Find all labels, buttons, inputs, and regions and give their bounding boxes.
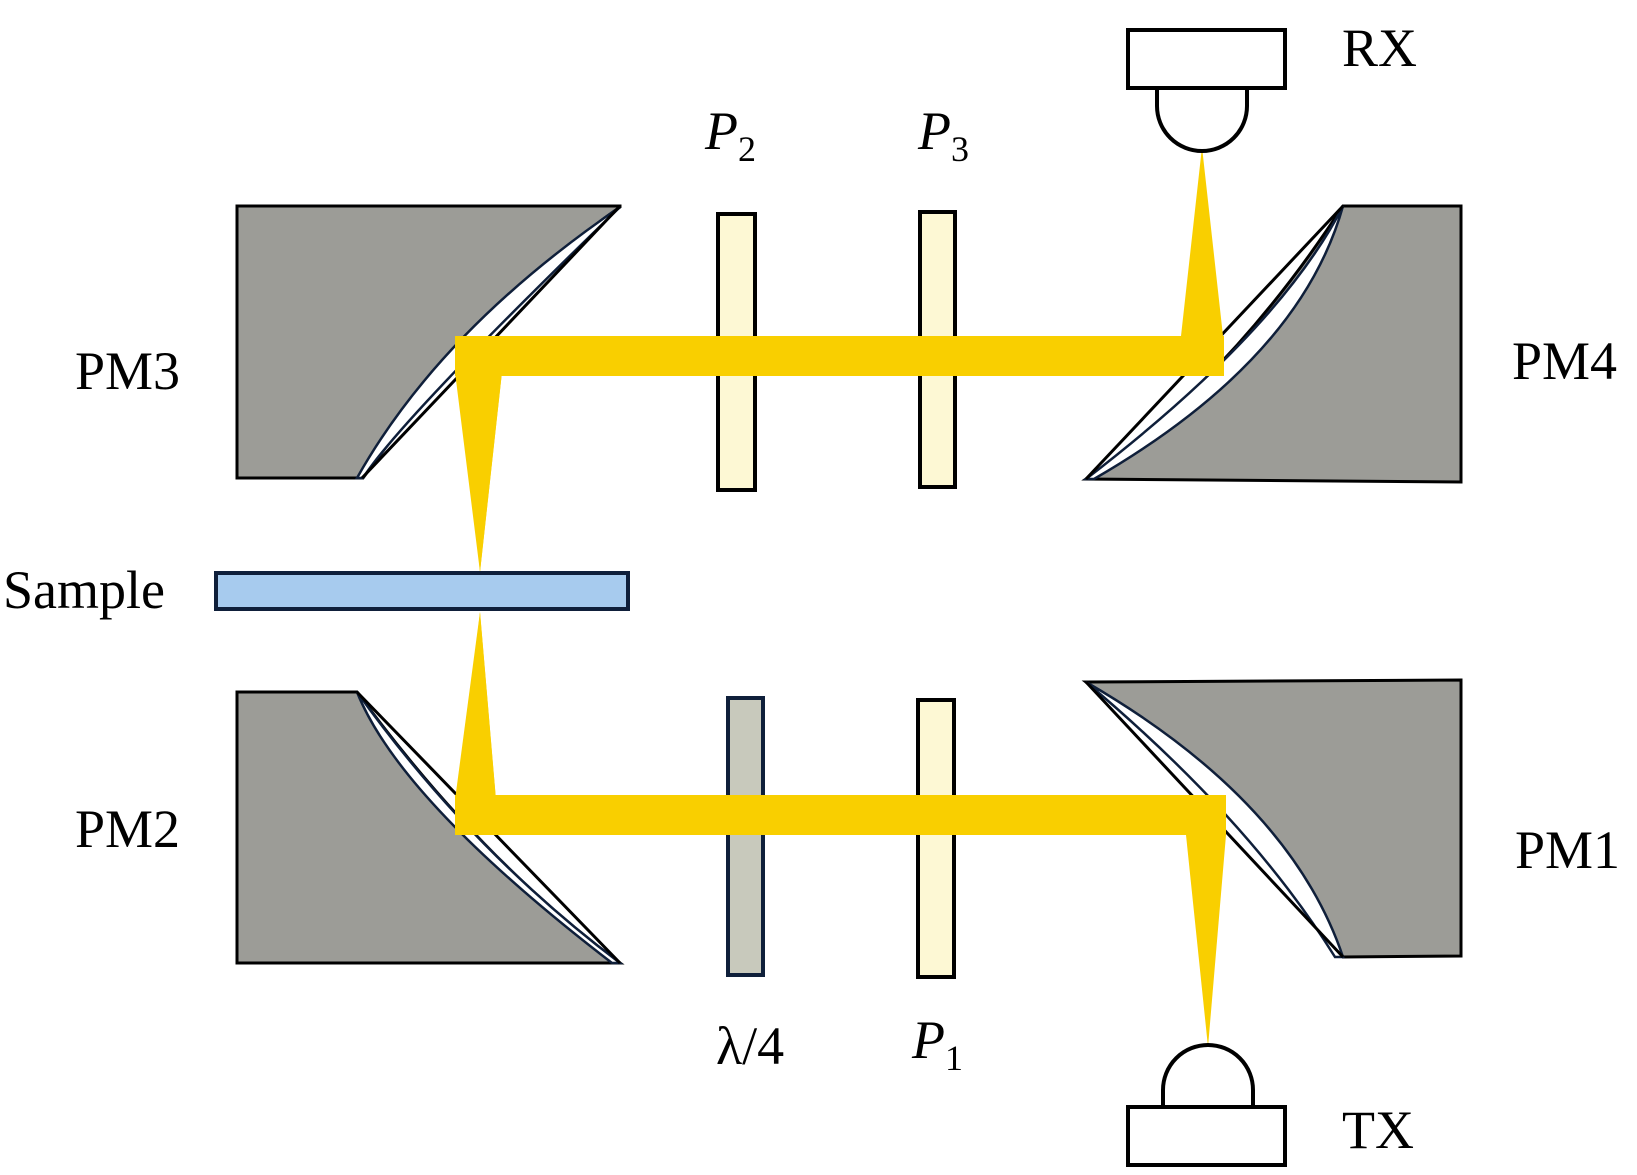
label-pm4: PM4 [1512,331,1617,391]
parabolic-mirror-pm1 [1081,678,1463,959]
label-quarter-wave: λ/4 [716,1016,784,1076]
polarizer-p1 [916,698,956,979]
label-p3-sub: 3 [951,129,969,169]
label-p1-main: P [911,1010,945,1070]
label-p1: P1 [911,1010,963,1078]
label-rx: RX [1342,18,1417,78]
label-pm2: PM2 [75,799,180,859]
label-pm3: PM3 [75,341,180,401]
thz-beam [455,147,1226,1047]
transmitter-tx [1126,1043,1287,1167]
label-pm1: PM1 [1515,820,1620,880]
label-tx: TX [1342,1100,1414,1160]
sample-plate [214,571,630,611]
label-p2-sub: 2 [738,129,756,169]
quarter-wave-plate [726,696,765,977]
receiver-rx [1126,28,1287,153]
label-p1-sub: 1 [945,1038,963,1078]
label-p3: P3 [917,101,969,169]
label-p3-main: P [917,101,951,161]
label-p2: P2 [704,101,756,169]
parabolic-mirror-pm3 [235,204,622,480]
label-p2-main: P [704,101,738,161]
label-sample: Sample [3,560,165,620]
parabolic-mirror-pm2 [235,690,625,965]
